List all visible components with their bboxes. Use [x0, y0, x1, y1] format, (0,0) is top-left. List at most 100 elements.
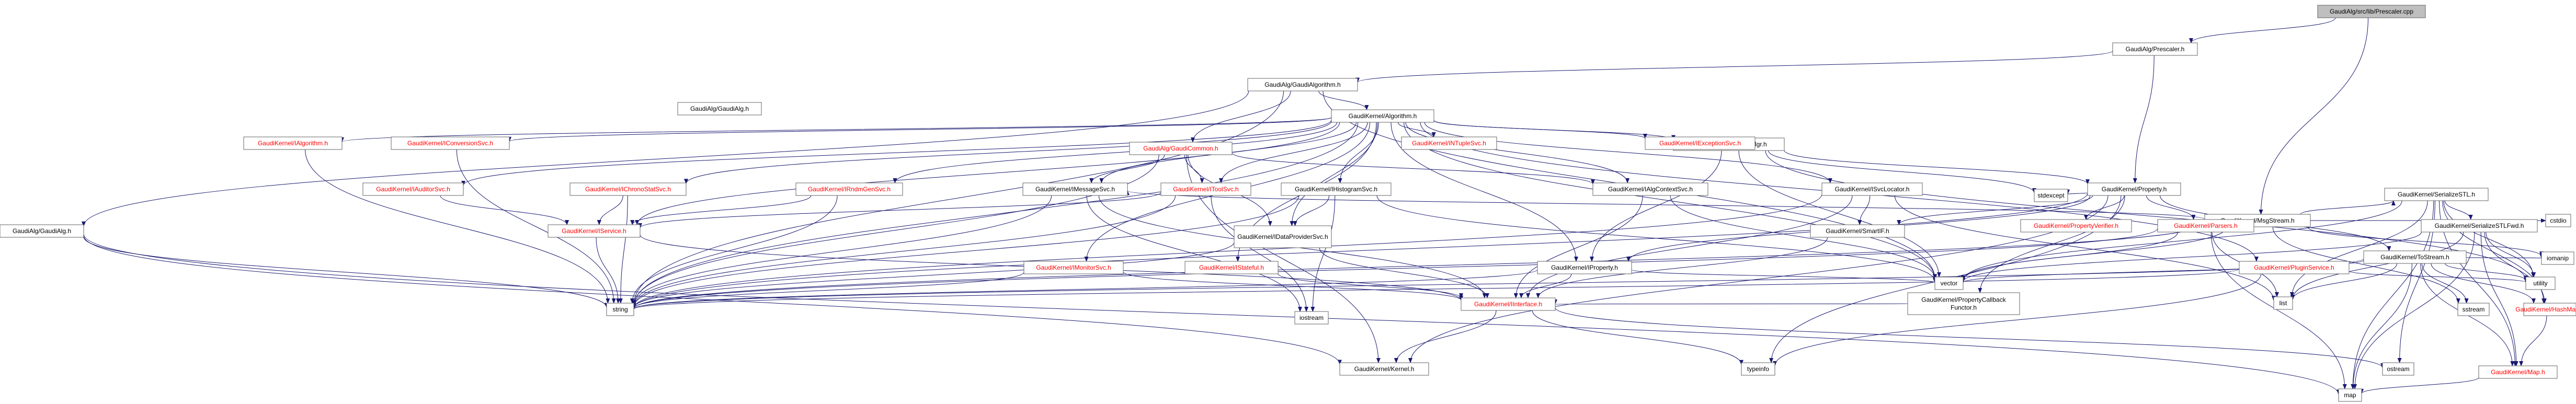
edge-serializestlfwd_h-to-utility — [2486, 232, 2536, 278]
node-label: GaudiKernel/PropertyCallback — [1921, 296, 2006, 304]
node-label: GaudiKernel/IMessageSvc.h — [1035, 186, 1115, 193]
node-imessagesvc-h[interactable]: GaudiKernel/IMessageSvc.h — [1022, 182, 1128, 196]
node-serializestl-h[interactable]: GaudiKernel/SerializeSTL.h — [2384, 188, 2489, 201]
edge-serializestl_h-to-utility — [2443, 200, 2535, 278]
edge-irndmgensvc_h-to-iservice_h — [630, 195, 812, 225]
node-ichronostatsvc-h[interactable]: GaudiKernel/IChronoStatSvc.h — [569, 182, 687, 196]
edge-iproperty_h-to-iinterface_h — [1519, 273, 1572, 298]
node-label: map — [2344, 391, 2356, 399]
node-typeinfo[interactable]: typeinfo — [1741, 362, 1775, 376]
edge-gaudicommon_h-to-imessagesvc_h — [1089, 154, 1165, 183]
edge-serializestl_h-to-vector — [1961, 200, 2402, 282]
node-label: GaudiKernel/IConversionSvc.h — [407, 140, 493, 147]
edge-ichronostatsvc_h-to-iservice_h — [597, 195, 623, 225]
edge-smartif_h-to-iinterface_h — [1536, 237, 1828, 298]
node-imonitorsvc-h[interactable]: GaudiKernel/IMonitorSvc.h — [1023, 261, 1124, 274]
node-vector[interactable]: vector — [1934, 276, 1964, 290]
edge-serializestl_h-to-map — [2351, 200, 2434, 389]
edge-algorithm_h-to-idataprovidersvc_h — [1290, 122, 1378, 226]
edge-algorithm_h-to-irndmgensvc_h — [893, 122, 1338, 183]
node-label: GaudiKernel/IStateful.h — [1199, 264, 1264, 271]
edge-ihistogramsvc_h-to-vector — [1376, 195, 1937, 282]
node-prescaler-h[interactable]: GaudiAlg/Prescaler.h — [2112, 42, 2198, 56]
node-algorithm-h[interactable]: GaudiKernel/Algorithm.h — [1331, 109, 1434, 123]
node-label: list — [2279, 299, 2287, 307]
edge-gaudialgorithm_h-to-algorithm_h — [1318, 90, 1369, 110]
edge-algorithm_h-to-iservice_h — [635, 122, 1340, 225]
node-root: GaudiAlg/src/lib/Prescaler.cpp — [2317, 5, 2426, 18]
node-gaudicommon-h[interactable]: GaudiAlg/GaudiCommon.h — [1129, 142, 1233, 155]
node-smartif-h[interactable]: GaudiKernel/SmartIF.h — [1810, 224, 1905, 238]
edge-algorithm_h-to-ichronostatsvc_h — [684, 121, 1332, 184]
edge-isvclocator_h-to-string — [632, 194, 1822, 309]
edge-imonitorsvc_h-to-string — [632, 272, 1024, 309]
node-map-h[interactable]: GaudiKernel/Map.h — [2478, 365, 2558, 379]
node-serializestlfwd-h[interactable]: GaudiKernel/SerializeSTLFwd.h — [2421, 219, 2538, 233]
node-label: GaudiKernel/ISvcLocator.h — [1835, 186, 1910, 193]
edge-algorithm_h-to-vector — [1404, 122, 1937, 280]
node-gaudialgorithm-h[interactable]: GaudiAlg/GaudiAlgorithm.h — [1247, 78, 1358, 91]
edge-algorithm_h-to-iproperty_h — [1390, 122, 1578, 262]
node-idataprovidersvc-h[interactable]: GaudiKernel/IDataProviderSvc.h — [1234, 225, 1332, 248]
edge-msgstream_h-to-serializestl_h — [2300, 200, 2396, 215]
node-kernel-h[interactable]: GaudiKernel/Kernel.h — [1339, 362, 1429, 376]
edge-serializestlfwd_h-to-hashmap_h — [2484, 232, 2547, 304]
edge-imessagesvc_h-to-string — [632, 195, 1052, 307]
node-string[interactable]: string — [606, 303, 634, 316]
node-iomanip[interactable]: iomanip — [2541, 251, 2574, 265]
node-label: GaudiAlg/GaudiAlg.h — [13, 227, 71, 235]
node-irndmgensvc-h[interactable]: GaudiKernel/IRndmGenSvc.h — [795, 182, 903, 196]
node-iauditorsvc-h[interactable]: GaudiKernel/IAuditorSvc.h — [362, 182, 464, 196]
edge-algorithm_h-to-propertymgr_h — [1433, 120, 1675, 141]
edge-prescaler_h-to-property_h — [2133, 55, 2155, 183]
edge-property_h-to-propertyverifier_h — [2084, 195, 2125, 220]
node-iinterface-h[interactable]: GaudiKernel/IInterface.h — [1461, 297, 1556, 311]
edge-isvclocator_h-to-smartif_h — [1857, 195, 1871, 225]
node-ostream[interactable]: ostream — [2382, 362, 2414, 376]
node-label: GaudiKernel/IProperty.h — [1551, 264, 1618, 271]
node-isvclocator-h[interactable]: GaudiKernel/ISvcLocator.h — [1821, 182, 1923, 196]
node-list[interactable]: list — [2273, 296, 2293, 310]
node-iservice-h[interactable]: GaudiKernel/IService.h — [548, 224, 641, 238]
node-label: GaudiKernel/IAlgorithm.h — [258, 140, 328, 147]
node-label: GaudiKernel/IInterface.h — [1474, 301, 1542, 308]
node-label: iomanip — [2547, 255, 2569, 262]
node-label: GaudiAlg/GaudiAlg.h — [690, 105, 749, 112]
edge-gaudialgorithm_h-to-string — [632, 90, 1284, 306]
node-ihistogramsvc-h[interactable]: GaudiKernel/IHistogramSvc.h — [1281, 182, 1392, 196]
edge-istateful_h-to-iinterface_h — [1278, 273, 1463, 299]
node-map[interactable]: map — [2338, 388, 2362, 402]
edge-serializestlfwd_h-to-map — [2353, 232, 2475, 389]
node-istateful-h[interactable]: GaudiKernel/IStateful.h — [1184, 261, 1279, 274]
node-itoolsvc-h[interactable]: GaudiKernel/IToolSvc.h — [1160, 182, 1251, 196]
node-iplugin-h[interactable]: GaudiKernel/PluginService.h — [2239, 261, 2350, 274]
node-utility[interactable]: utility — [2525, 276, 2556, 290]
node-parsers-h[interactable]: GaudiKernel/Parsers.h — [2157, 219, 2254, 233]
node-iostream[interactable]: iostream — [1294, 311, 1329, 325]
node-label: GaudiKernel/IChronoStatSvc.h — [585, 186, 671, 193]
node-iconversionsvc-h[interactable]: GaudiKernel/IConversionSvc.h — [391, 136, 510, 150]
edge-serializestlfwd_h-to-map_h — [2480, 232, 2518, 366]
node-ialgcontextsvc-h[interactable]: GaudiKernel/IAlgContextSvc.h — [1592, 182, 1708, 196]
node-label: GaudiAlg/GaudiAlgorithm.h — [1264, 81, 1340, 88]
edge-iplugin_h-to-utility — [2349, 271, 2528, 283]
node-gaudi-gaudi-h[interactable]: GaudiAlg/GaudiAlg.h — [0, 224, 84, 238]
node-label: GaudiKernel/Map.h — [2491, 368, 2545, 376]
node-label: sstream — [2463, 306, 2485, 313]
node-label: GaudiKernel/IRndmGenSvc.h — [808, 186, 891, 193]
node-tostream-h[interactable]: GaudiKernel/ToStream.h — [2363, 250, 2467, 264]
node-property-h[interactable]: GaudiKernel/Property.h — [2087, 182, 2181, 196]
node-ialgorithm-h[interactable]: GaudiKernel/IAlgorithm.h — [243, 136, 343, 150]
edge-property_h-to-parsers_h — [2146, 195, 2196, 220]
edge-hashmap_h-to-map_h — [2519, 315, 2547, 366]
node-gaudi-h[interactable]: GaudiAlg/GaudiAlg.h — [677, 102, 762, 116]
node-sstream[interactable]: sstream — [2457, 303, 2490, 316]
node-propertyverifier-h[interactable]: GaudiKernel/PropertyVerifier.h — [2020, 219, 2132, 233]
node-iexceptionsvc-h[interactable]: GaudiKernel/IExceptionSvc.h — [1645, 136, 1756, 150]
node-hashmap-h[interactable]: GaudiKernel/HashMap.h — [2515, 303, 2576, 316]
node-intuplesvc-h[interactable]: GaudiKernel/INTupleSvc.h — [1401, 136, 1497, 150]
node-iproperty-h[interactable]: GaudiKernel/IProperty.h — [1537, 261, 1632, 274]
node-stdexcept[interactable]: stdexcept — [2034, 189, 2068, 202]
node-cstdio[interactable]: cstdio — [2545, 214, 2571, 227]
